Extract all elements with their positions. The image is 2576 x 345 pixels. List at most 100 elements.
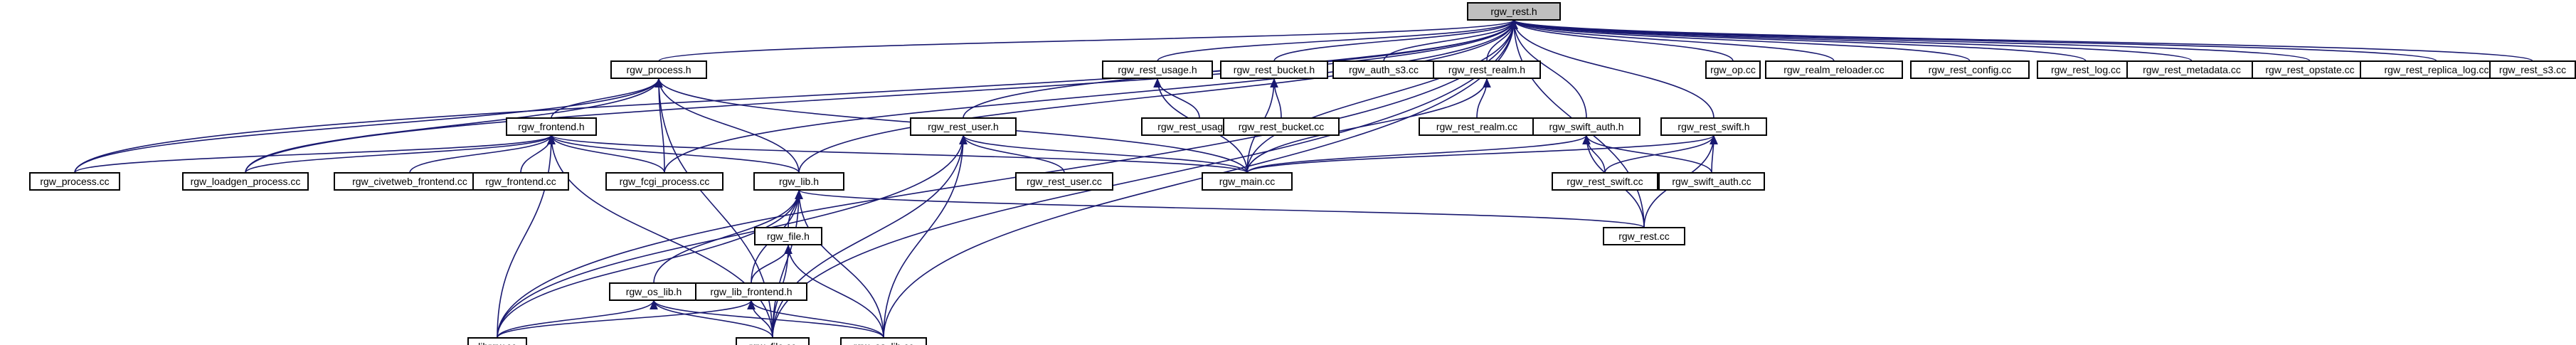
- graph-node-rgw-lib-frontend-h[interactable]: rgw_lib_frontend.h: [695, 282, 807, 301]
- edge-rgw-frontend-h-to-rgw-process-h: [551, 78, 663, 119]
- node-label: rgw_rest_user.cc: [1027, 176, 1102, 187]
- edge-rgw-rest-bucket-cc-to-rgw-rest-bucket-h: [1270, 78, 1282, 119]
- graph-node-rgw-swift-auth-h[interactable]: rgw_swift_auth.h: [1532, 117, 1641, 136]
- edge-rgw-lib-h-to-rgw-process-h: [654, 78, 800, 174]
- node-label: rgw_rest_swift.h: [1677, 121, 1749, 132]
- graph-node-rgw-os-lib-cc[interactable]: rgw_os_lib.cc: [840, 337, 927, 345]
- edge-rgw-fcgi-process-cc-to-rgw-frontend-h: [547, 134, 665, 174]
- graph-node-rgw-rest-realm-h[interactable]: rgw_rest_realm.h: [1433, 60, 1541, 79]
- edge-rgw-rest-log-cc-to-rgw-rest-h: [1510, 19, 2087, 62]
- graph-node-rgw-rest-s3-cc[interactable]: rgw_rest_s3.cc: [2489, 60, 2576, 79]
- node-box: [182, 172, 309, 191]
- edge-librgw-cc-to-rgw-rest-h: [497, 19, 1518, 339]
- edge-rgw-main-cc-to-rgw-rest-user-h: [959, 134, 1248, 174]
- node-label: rgw_rest_s3.cc: [2499, 64, 2566, 75]
- graph-node-rgw-frontend-h[interactable]: rgw_frontend.h: [506, 117, 597, 136]
- edge-librgw-cc-to-rgw-frontend-h: [497, 134, 556, 339]
- edge-rgw-file-cc-to-rgw-rest-user-h: [772, 134, 968, 339]
- node-box: [1015, 172, 1113, 191]
- edge-rgw-main-cc-to-rgw-frontend-h: [547, 134, 1248, 174]
- node-label: rgw_file.h: [767, 230, 810, 242]
- edge-rgw-os-lib-cc-to-rgw-file-h: [784, 244, 884, 339]
- edge-rgw-rest-bucket-h-to-rgw-rest-h: [1273, 19, 1518, 62]
- edge-rgw-rest-s3-cc-to-rgw-rest-h: [1510, 19, 2533, 62]
- graph-node-rgw-os-lib-h[interactable]: rgw_os_lib.h: [609, 282, 699, 301]
- graph-node-librgw-cc[interactable]: librgw.cc: [467, 337, 527, 345]
- edge-rgw-file-cc-to-rgw-rest-h: [772, 19, 1518, 339]
- graph-node-rgw-rest-cc[interactable]: rgw_rest.cc: [1603, 227, 1685, 245]
- graph-node-rgw-lib-h[interactable]: rgw_lib.h: [753, 172, 844, 191]
- node-box: [2252, 60, 2368, 79]
- graph-node-rgw-rest-realm-cc[interactable]: rgw_rest_realm.cc: [1419, 117, 1535, 136]
- node-box: [2489, 60, 2576, 79]
- graph-node-rgw-rest-user-cc[interactable]: rgw_rest_user.cc: [1015, 172, 1113, 191]
- graph-node-rgw-rest-log-cc[interactable]: rgw_rest_log.cc: [2037, 60, 2135, 79]
- node-label: rgw_lib_frontend.h: [710, 286, 792, 297]
- graph-node-rgw-civetweb-frontend-cc[interactable]: rgw_civetweb_frontend.cc: [334, 172, 486, 191]
- node-box: [840, 337, 927, 345]
- graph-node-rgw-fcgi-process-cc[interactable]: rgw_fcgi_process.cc: [605, 172, 723, 191]
- edge-rgw-main-cc-to-rgw-swift-auth-h: [1246, 134, 1591, 174]
- graph-node-rgw-rest-bucket-h[interactable]: rgw_rest_bucket.h: [1220, 60, 1328, 79]
- graph-node-rgw-loadgen-process-cc[interactable]: rgw_loadgen_process.cc: [182, 172, 309, 191]
- graph-node-rgw-rest-usage-h[interactable]: rgw_rest_usage.h: [1102, 60, 1213, 79]
- edge-rgw-main-cc-to-rgw-rest-realm-h: [1246, 78, 1491, 174]
- edge-rgw-rest-usage-h-to-rgw-rest-h: [1157, 19, 1518, 62]
- node-label: rgw_lib.h: [779, 176, 819, 187]
- graph-node-rgw-process-h[interactable]: rgw_process.h: [610, 60, 707, 79]
- edge-librgw-cc-to-rgw-os-lib-h: [497, 299, 658, 339]
- edge-rgw-rest-swift-h-to-rgw-rest-h: [1510, 19, 1714, 119]
- node-label: rgw_rest_swift.cc: [1567, 176, 1643, 187]
- graph-node-rgw-auth-s3-cc[interactable]: rgw_auth_s3.cc: [1332, 60, 1435, 79]
- edge-rgw-file-cc-to-rgw-os-lib-h: [650, 299, 773, 339]
- node-label: rgw_realm_reloader.cc: [1783, 64, 1885, 75]
- graph-node-rgw-swift-auth-cc[interactable]: rgw_swift_auth.cc: [1658, 172, 1765, 191]
- graph-node-rgw-rest-user-h[interactable]: rgw_rest_user.h: [910, 117, 1017, 136]
- node-label: rgw_fcgi_process.cc: [620, 176, 710, 187]
- edge-rgw-rest-config-cc-to-rgw-rest-h: [1510, 19, 1971, 62]
- node-box: [1765, 60, 1903, 79]
- node-box: [1532, 117, 1641, 136]
- node-box: [1223, 117, 1340, 136]
- node-label: rgw_process.cc: [40, 176, 109, 187]
- edge-rgw-main-cc-to-rgw-rest-swift-h: [1246, 134, 1718, 174]
- edge-rgw-swift-auth-cc-to-rgw-swift-auth-h: [1582, 134, 1712, 174]
- edge-rgw-lib-h-to-rgw-rest-h: [798, 19, 1518, 174]
- edge-librgw-cc-to-rgw-lib-frontend-h: [497, 299, 756, 339]
- graph-node-rgw-realm-reloader-cc[interactable]: rgw_realm_reloader.cc: [1765, 60, 1903, 79]
- node-label: rgw_rest_replica_log.cc: [2384, 64, 2488, 75]
- edge-rgw-loadgen-process-cc-to-rgw-frontend-h: [245, 134, 556, 174]
- edge-rgw-fcgi-process-cc-to-rgw-rest-h: [664, 19, 1518, 174]
- node-box: [1220, 60, 1328, 79]
- node-box: [1433, 60, 1541, 79]
- graph-node-rgw-frontend-cc[interactable]: rgw_frontend.cc: [472, 172, 569, 191]
- node-label: rgw_swift_auth.cc: [1672, 176, 1751, 187]
- graph-node-rgw-rest-swift-cc[interactable]: rgw_rest_swift.cc: [1552, 172, 1658, 191]
- node-box: [605, 172, 723, 191]
- node-box: [753, 172, 844, 191]
- node-label: rgw_auth_s3.cc: [1349, 64, 1419, 75]
- node-box: [29, 172, 120, 191]
- edge-rgw-os-lib-cc-to-rgw-rest-user-h: [883, 134, 968, 339]
- node-box: [754, 227, 822, 245]
- graph-node-rgw-main-cc[interactable]: rgw_main.cc: [1202, 172, 1293, 191]
- graph-node-rgw-rest-swift-h[interactable]: rgw_rest_swift.h: [1660, 117, 1767, 136]
- edge-rgw-op-cc-to-rgw-rest-h: [1510, 19, 1734, 62]
- graph-node-rgw-file-h[interactable]: rgw_file.h: [754, 227, 822, 245]
- graph-node-rgw-rest-metadata-cc[interactable]: rgw_rest_metadata.cc: [2126, 60, 2257, 79]
- edge-rgw-process-cc-to-rgw-process-h: [74, 78, 663, 174]
- graph-node-rgw-file-cc[interactable]: rgw_file.cc: [736, 337, 810, 345]
- edge-rgw-realm-reloader-cc-to-rgw-rest-h: [1510, 19, 1835, 62]
- graph-node-rgw-rest-h[interactable]: rgw_rest.h: [1467, 2, 1561, 21]
- graph-node-rgw-process-cc[interactable]: rgw_process.cc: [29, 172, 120, 191]
- edge-rgw-os-lib-cc-to-rgw-rest-h: [883, 19, 1518, 339]
- graph-node-rgw-op-cc[interactable]: rgw_op.cc: [1705, 60, 1761, 79]
- edge-rgw-loadgen-process-cc-to-rgw-rest-h: [245, 19, 1518, 174]
- graph-node-rgw-rest-opstate-cc[interactable]: rgw_rest_opstate.cc: [2252, 60, 2368, 79]
- node-label: rgw_civetweb_frontend.cc: [352, 176, 467, 187]
- graph-node-rgw-rest-config-cc[interactable]: rgw_rest_config.cc: [1910, 60, 2030, 79]
- graph-node-rgw-rest-bucket-cc[interactable]: rgw_rest_bucket.cc: [1223, 117, 1340, 136]
- edge-rgw-lib-h-to-rgw-frontend-h: [547, 134, 800, 174]
- edge-librgw-cc-to-rgw-lib-h: [497, 189, 803, 339]
